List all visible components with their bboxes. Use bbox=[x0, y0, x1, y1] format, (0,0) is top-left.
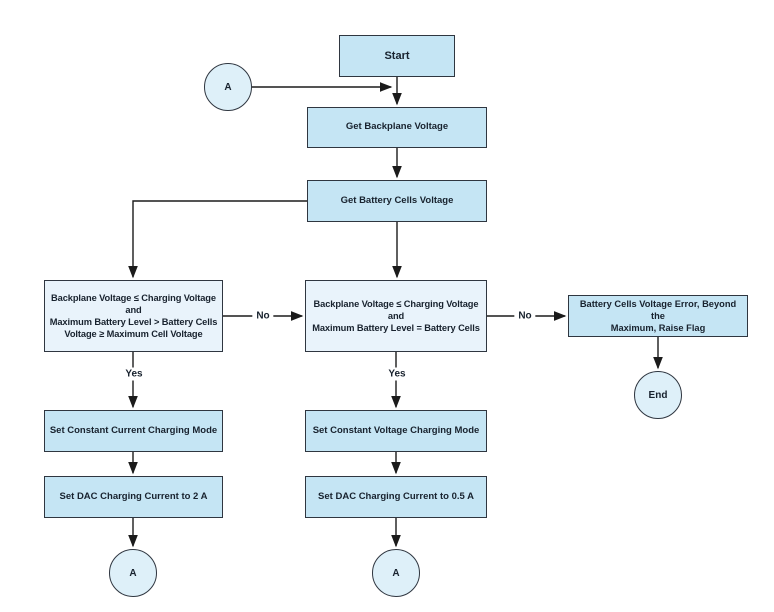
connector-a-top: A bbox=[204, 63, 252, 111]
edge-label-no-mid: No bbox=[514, 309, 536, 323]
process-get-backplane-voltage: Get Backplane Voltage bbox=[307, 107, 487, 148]
edge-label-yes-mid: Yes bbox=[384, 367, 410, 381]
decision-constant-voltage-condition: Backplane Voltage ≤ Charging Voltage and… bbox=[305, 280, 487, 352]
process-set-dac-05a: Set DAC Charging Current to 0.5 A bbox=[305, 476, 487, 518]
connector-a-mid: A bbox=[372, 549, 420, 597]
edge-label-no-left: No bbox=[252, 309, 274, 323]
connector-a-left: A bbox=[109, 549, 157, 597]
process-get-battery-cells-voltage: Get Battery Cells Voltage bbox=[307, 180, 487, 222]
process-set-constant-current-mode: Set Constant Current Charging Mode bbox=[44, 410, 223, 452]
start-node: Start bbox=[339, 35, 455, 77]
decision-constant-current-condition: Backplane Voltage ≤ Charging Voltage and… bbox=[44, 280, 223, 352]
process-set-dac-2a: Set DAC Charging Current to 2 A bbox=[44, 476, 223, 518]
edge-label-yes-left: Yes bbox=[121, 367, 147, 381]
edge-battery-to-decision-left bbox=[128, 200, 307, 279]
process-voltage-error-raise-flag: Battery Cells Voltage Error, Beyond the … bbox=[568, 295, 748, 337]
end-node: End bbox=[634, 371, 682, 419]
process-set-constant-voltage-mode: Set Constant Voltage Charging Mode bbox=[305, 410, 487, 452]
